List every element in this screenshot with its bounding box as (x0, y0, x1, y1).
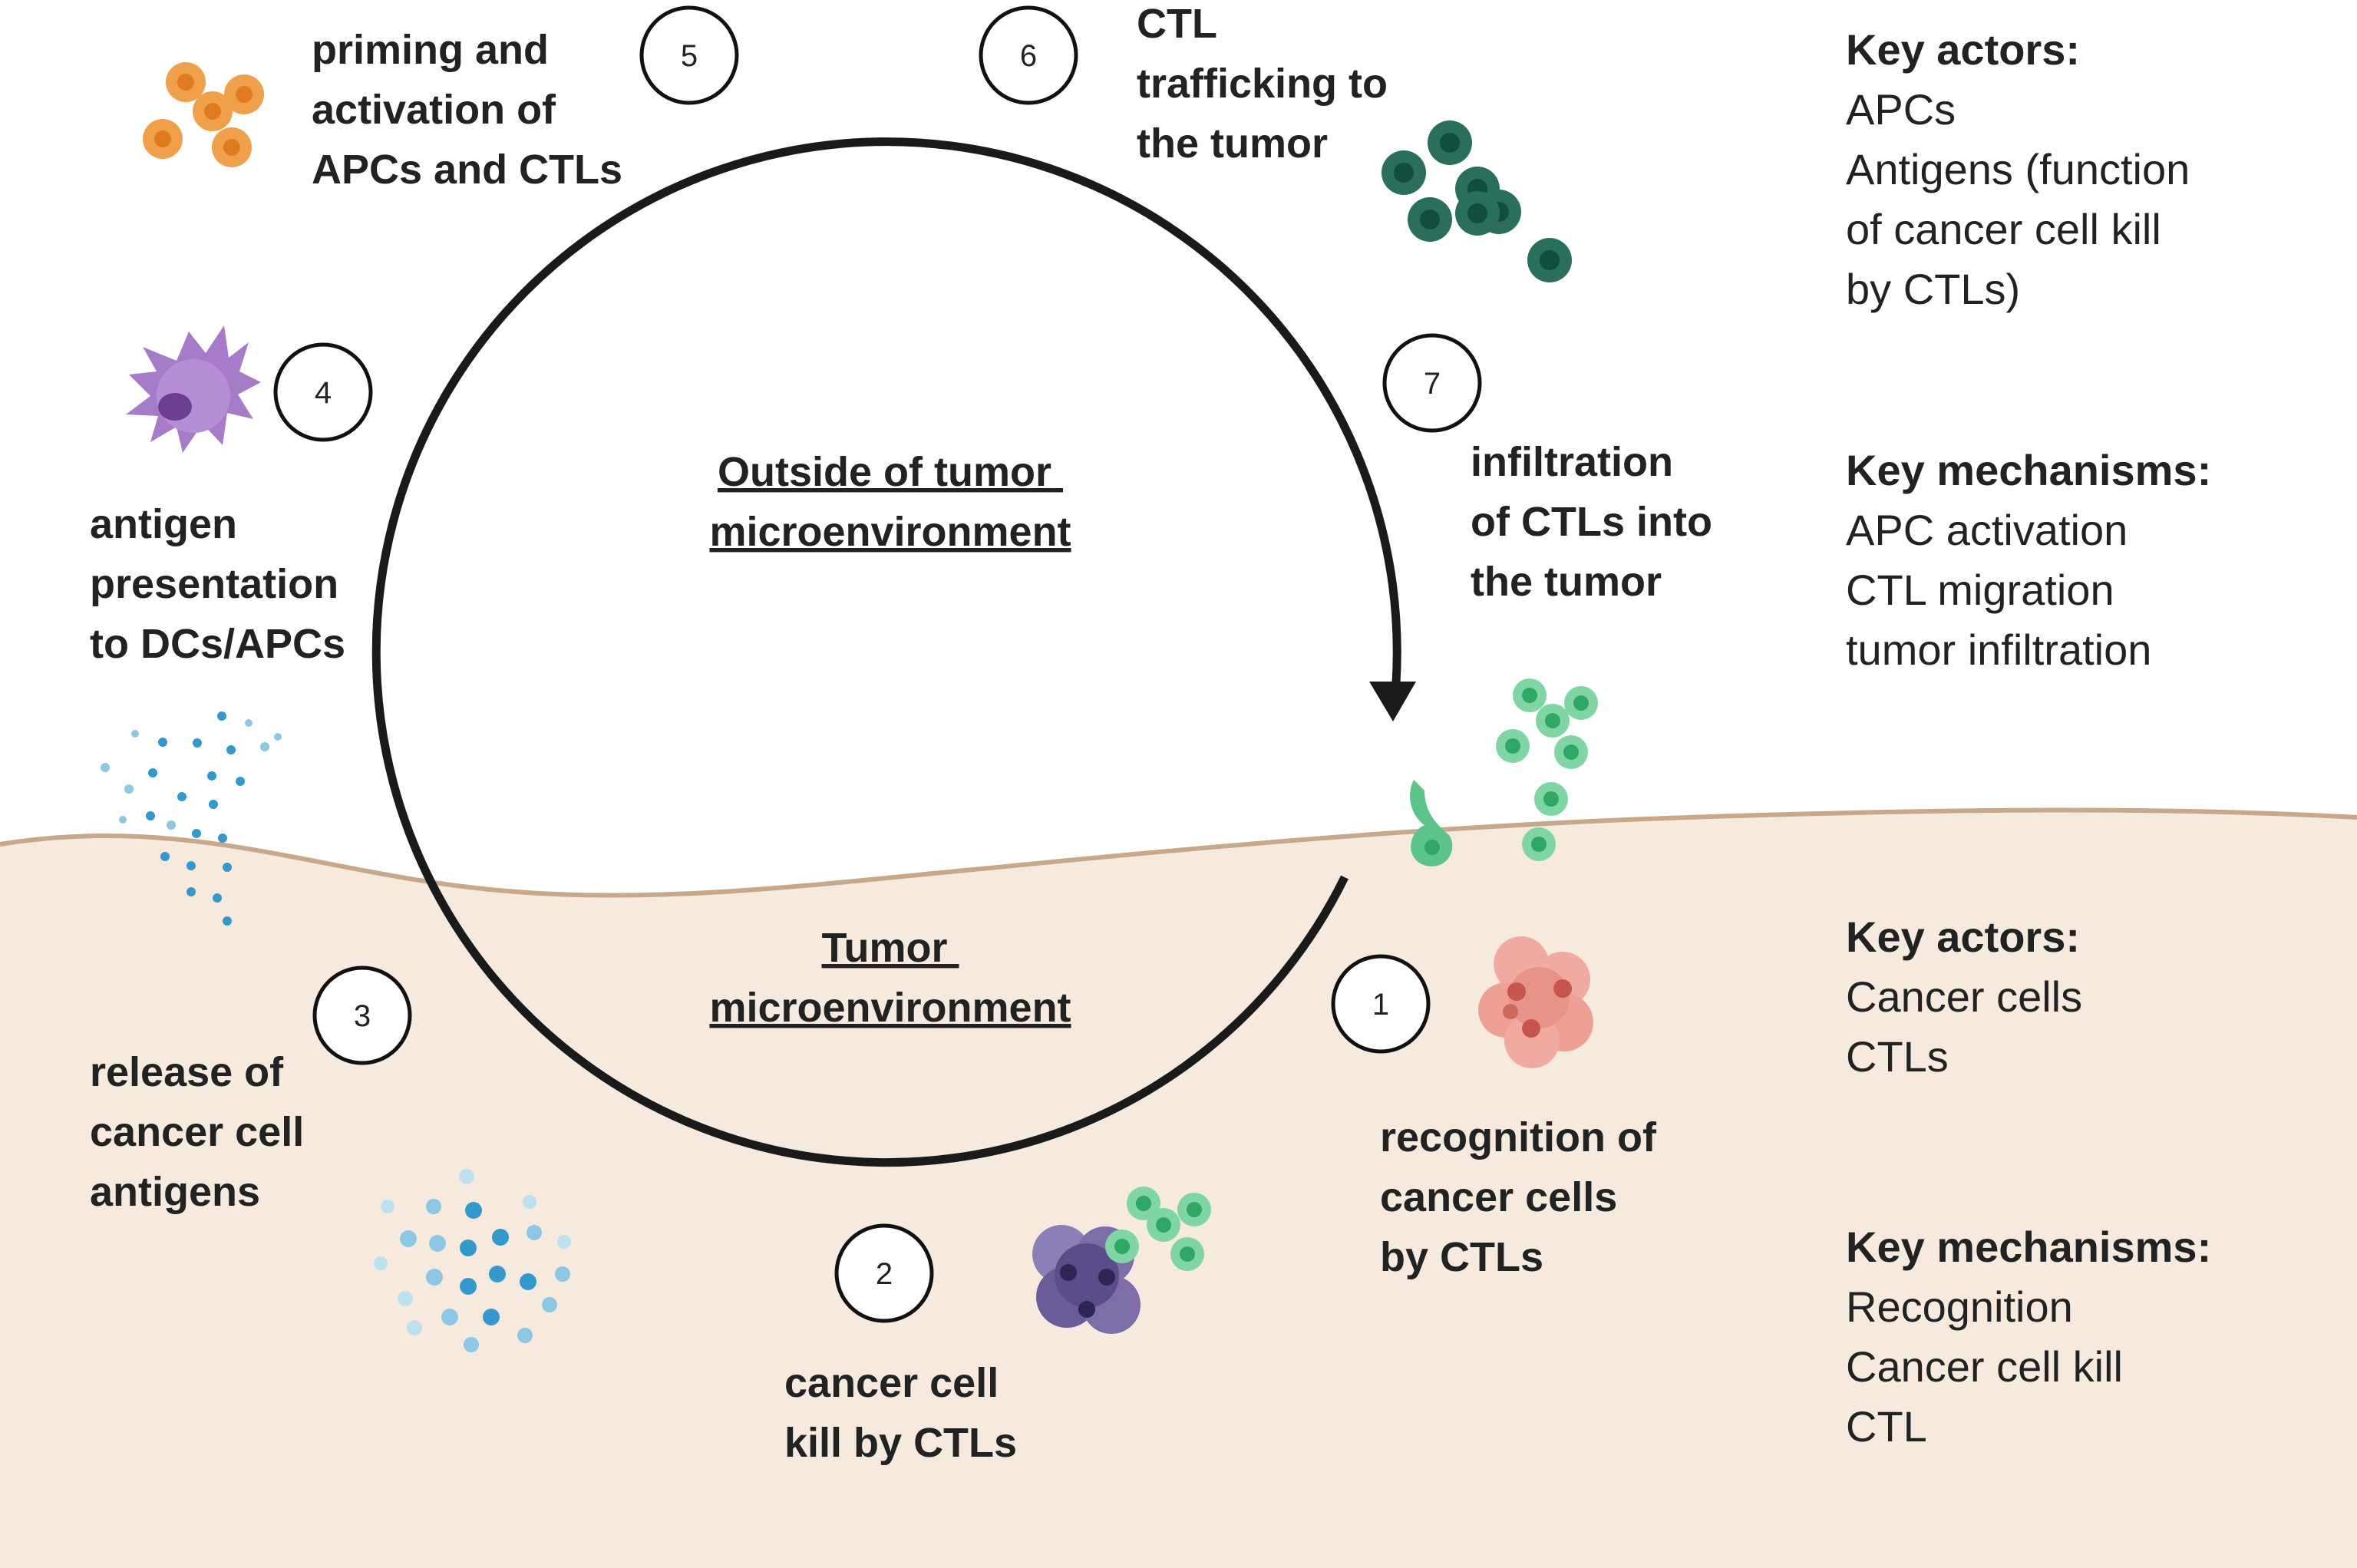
step-2-label: cancer cell kill by CTLs (784, 1360, 1017, 1466)
tumor-region-label: Tumor microenvironment (709, 925, 1071, 1031)
ctl-cluster-light-icon (1410, 678, 1598, 867)
tumor-boundary-line (0, 807, 2357, 898)
svg-text:5: 5 (681, 39, 698, 73)
antigen-cloud-icon (374, 1169, 571, 1352)
outside-key-mechanisms-panel: Key mechanisms: APC activation CTL migra… (1846, 446, 2215, 674)
svg-text:1: 1 (1372, 988, 1389, 1022)
step-1-marker: 1 (1331, 954, 1431, 1054)
outside-key-actors-panel: Key actors: APCs Antigens (function of c… (1846, 25, 2194, 313)
tumor-key-mechanisms-panel: Key mechanisms: Recognition Cancer cell … (1846, 1223, 2215, 1451)
step-5-marker: 5 (639, 5, 739, 105)
svg-text:6: 6 (1020, 39, 1037, 73)
step-7-label: infiltration of CTLs into the tumor (1471, 439, 1724, 605)
svg-text:4: 4 (315, 376, 332, 410)
step-7-marker: 7 (1382, 333, 1482, 433)
step-6-marker: 6 (979, 5, 1078, 105)
step-5-label: priming and activation of APCs and CTLs (312, 27, 622, 193)
svg-text:3: 3 (354, 999, 371, 1033)
step-1-label: recognition of cancer cells by CTLs (1380, 1114, 1668, 1280)
apc-cluster-icon (143, 62, 264, 167)
step-4-marker: 4 (273, 342, 373, 442)
step-2-marker: 2 (834, 1223, 934, 1323)
cancer-cell-icon (1478, 936, 1593, 1068)
cycle-arrow (371, 137, 1401, 1167)
antigen-spray-icon (101, 711, 282, 926)
outside-region-label: Outside of tumor microenvironment (709, 449, 1071, 555)
tumor-region-background (0, 810, 2357, 1568)
ctl-cluster-dark-icon (1382, 120, 1572, 282)
dendritic-cell-icon (126, 325, 261, 453)
svg-text:2: 2 (876, 1257, 893, 1291)
step-3-marker: 3 (312, 966, 412, 1065)
step-4-label: antigen presentation to DCs/APCs (90, 501, 350, 667)
step-6-label: CTL trafficking to the tumor (1137, 1, 1399, 167)
svg-text:7: 7 (1424, 367, 1441, 401)
tumor-key-actors-panel: Key actors: Cancer cells CTLs (1846, 913, 2086, 1081)
step-3-label: release of cancer cell antigens (90, 1049, 315, 1215)
cycle-arrowhead (1369, 682, 1416, 721)
dying-cancer-cell-icon (1032, 1187, 1211, 1334)
